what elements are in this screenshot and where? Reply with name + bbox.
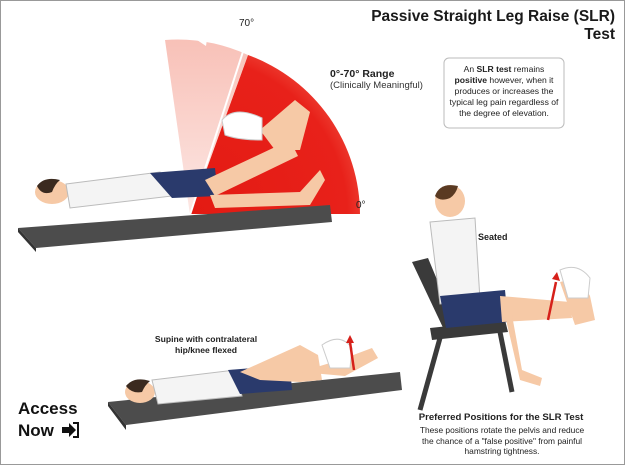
arc-arrow-head-icon — [194, 32, 208, 46]
access-line2: Now — [18, 421, 54, 440]
seated-patient — [412, 185, 595, 411]
note-text: An SLR test remains positive however, wh… — [449, 64, 559, 118]
angle-label-70: 70° — [239, 18, 255, 29]
page-title: Passive Straight Leg Raise (SLR) Test — [371, 8, 615, 43]
note-box — [443, 57, 565, 129]
preferred-body: These positions rotate the pelvis and re… — [419, 425, 585, 456]
range-arc-arrow — [199, 38, 337, 116]
seated-lift-arrow-icon — [546, 281, 558, 321]
supine-label: Supine with contralateral hip/knee flexe… — [154, 334, 258, 355]
preferred-title: Preferred Positions for the SLR Test — [418, 412, 584, 423]
access-line1: Access — [18, 399, 78, 418]
seated-label: Seated — [478, 232, 508, 242]
range-label: 0°-70° Range — [330, 68, 395, 80]
sign-in-arrow-icon — [61, 420, 79, 442]
supine-patient-raised-leg — [35, 100, 325, 209]
mat-top — [18, 205, 332, 248]
mat-bottom — [108, 372, 402, 425]
range-sublabel: (Clinically Meaningful) — [330, 80, 423, 91]
supine-lift-arrow-icon — [348, 341, 356, 371]
access-now-button[interactable]: Access Now — [18, 398, 79, 442]
supine-patient-flexed — [125, 335, 378, 405]
angle-label-0: 0° — [356, 200, 366, 211]
